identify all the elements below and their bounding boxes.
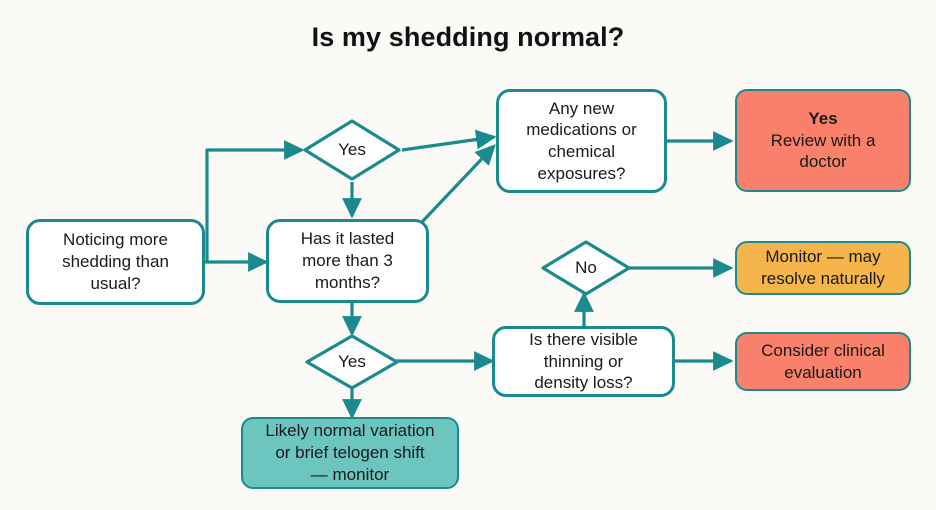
node-review-doctor-label: Review with a doctor (770, 130, 876, 172)
node-yes-top-label: Yes (338, 140, 366, 159)
node-review-doctor[interactable]: Yes Review with a doctor (735, 89, 911, 192)
node-yes-bottom-label: Yes (338, 352, 366, 371)
node-review-doctor-strong: Yes (808, 108, 838, 128)
node-clinical-eval-label: Consider clinical evaluation (761, 340, 885, 382)
node-visible-thinning-label: Is there visible thinning or density los… (529, 329, 638, 393)
page-title: Is my shedding normal? (311, 22, 625, 52)
node-normal-variation-label: Likely normal variation or brief telogen… (265, 421, 435, 484)
node-clinical-eval[interactable]: Consider clinical evaluation (735, 332, 911, 391)
node-duration[interactable]: Has it lasted more than 3 months? (266, 219, 429, 303)
node-no-mid[interactable]: No (540, 239, 632, 297)
node-medications-label: Any new medications or chemical exposure… (526, 98, 637, 183)
node-medications[interactable]: Any new medications or chemical exposure… (496, 89, 667, 193)
node-normal-variation[interactable]: Likely normal variation or brief telogen… (241, 417, 459, 489)
node-yes-bottom[interactable]: Yes (304, 333, 400, 391)
node-no-mid-label: No (575, 258, 597, 277)
node-visible-thinning[interactable]: Is there visible thinning or density los… (492, 326, 675, 397)
node-start-label: Noticing more shedding than usual? (62, 230, 169, 293)
node-monitor-resolve-label: Monitor — may resolve naturally (761, 247, 885, 288)
edge-duration-to-medications (420, 144, 496, 224)
node-start[interactable]: Noticing more shedding than usual? (26, 219, 205, 305)
node-yes-top[interactable]: Yes (302, 118, 402, 182)
edge-yes-top-to-medications (401, 129, 497, 152)
node-duration-label: Has it lasted more than 3 months? (300, 229, 395, 292)
node-monitor-resolve[interactable]: Monitor — may resolve naturally (735, 241, 911, 295)
